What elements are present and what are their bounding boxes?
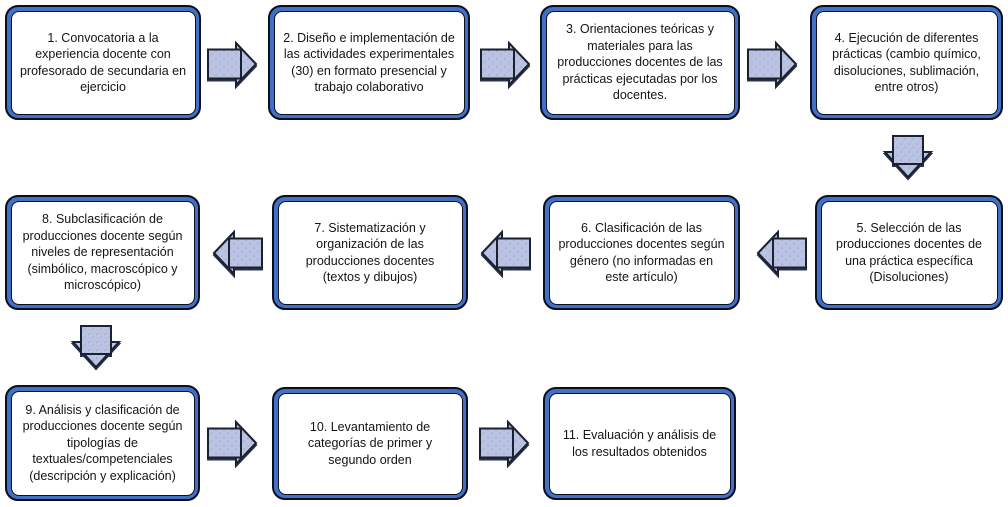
connector-3-4-right-arrow-icon (746, 40, 798, 88)
connector-9-10-right-arrow-icon (206, 419, 258, 467)
flow-step-6: 6. Clasificación de las producciones doc… (543, 195, 740, 310)
flow-step-3-label: 3. Orientaciones teóricas y materiales p… (545, 10, 735, 115)
flow-step-9: 9. Análisis y clasificación de produccio… (5, 385, 200, 501)
connector-1-2-right-arrow-icon (206, 40, 258, 88)
flow-step-9-label: 9. Análisis y clasificación de produccio… (10, 390, 195, 496)
flow-step-11-label: 11. Evaluación y análisis de los resulta… (548, 392, 731, 495)
connector-8-9-down-arrow-icon (70, 324, 122, 369)
flow-step-5-label: 5. Selección de las producciones docente… (820, 200, 998, 305)
connector-7-8-left-arrow-icon (212, 229, 264, 277)
flow-step-7: 7. Sistematización y organización de las… (272, 195, 468, 310)
connector-4-5-down-arrow-icon (882, 134, 934, 179)
flow-step-6-label: 6. Clasificación de las producciones doc… (548, 200, 735, 305)
flow-step-5: 5. Selección de las producciones docente… (815, 195, 1003, 310)
flow-step-2-label: 2. Diseño e implementación de las activi… (273, 10, 465, 115)
flow-step-10: 10. Levantamiento de categorías de prime… (272, 387, 468, 500)
flow-step-11: 11. Evaluación y análisis de los resulta… (543, 387, 736, 500)
flow-step-7-label: 7. Sistematización y organización de las… (277, 200, 463, 305)
connector-5-6-left-arrow-icon (756, 229, 808, 277)
flow-step-1: 1. Convocatoria a la experiencia docente… (5, 5, 201, 120)
flow-step-1-label: 1. Convocatoria a la experiencia docente… (10, 10, 196, 115)
connector-2-3-right-arrow-icon (479, 40, 531, 88)
connector-6-7-left-arrow-icon (480, 229, 532, 277)
flow-step-3: 3. Orientaciones teóricas y materiales p… (540, 5, 740, 120)
flow-step-4-label: 4. Ejecución de diferentes prácticas (ca… (815, 10, 998, 115)
flow-step-4: 4. Ejecución de diferentes prácticas (ca… (810, 5, 1003, 120)
connector-10-11-right-arrow-icon (478, 419, 530, 467)
flow-step-8: 8. Subclasificación de producciones doce… (5, 195, 200, 310)
flow-step-10-label: 10. Levantamiento de categorías de prime… (277, 392, 463, 495)
flow-step-2: 2. Diseño e implementación de las activi… (268, 5, 470, 120)
flow-step-8-label: 8. Subclasificación de producciones doce… (10, 200, 195, 305)
